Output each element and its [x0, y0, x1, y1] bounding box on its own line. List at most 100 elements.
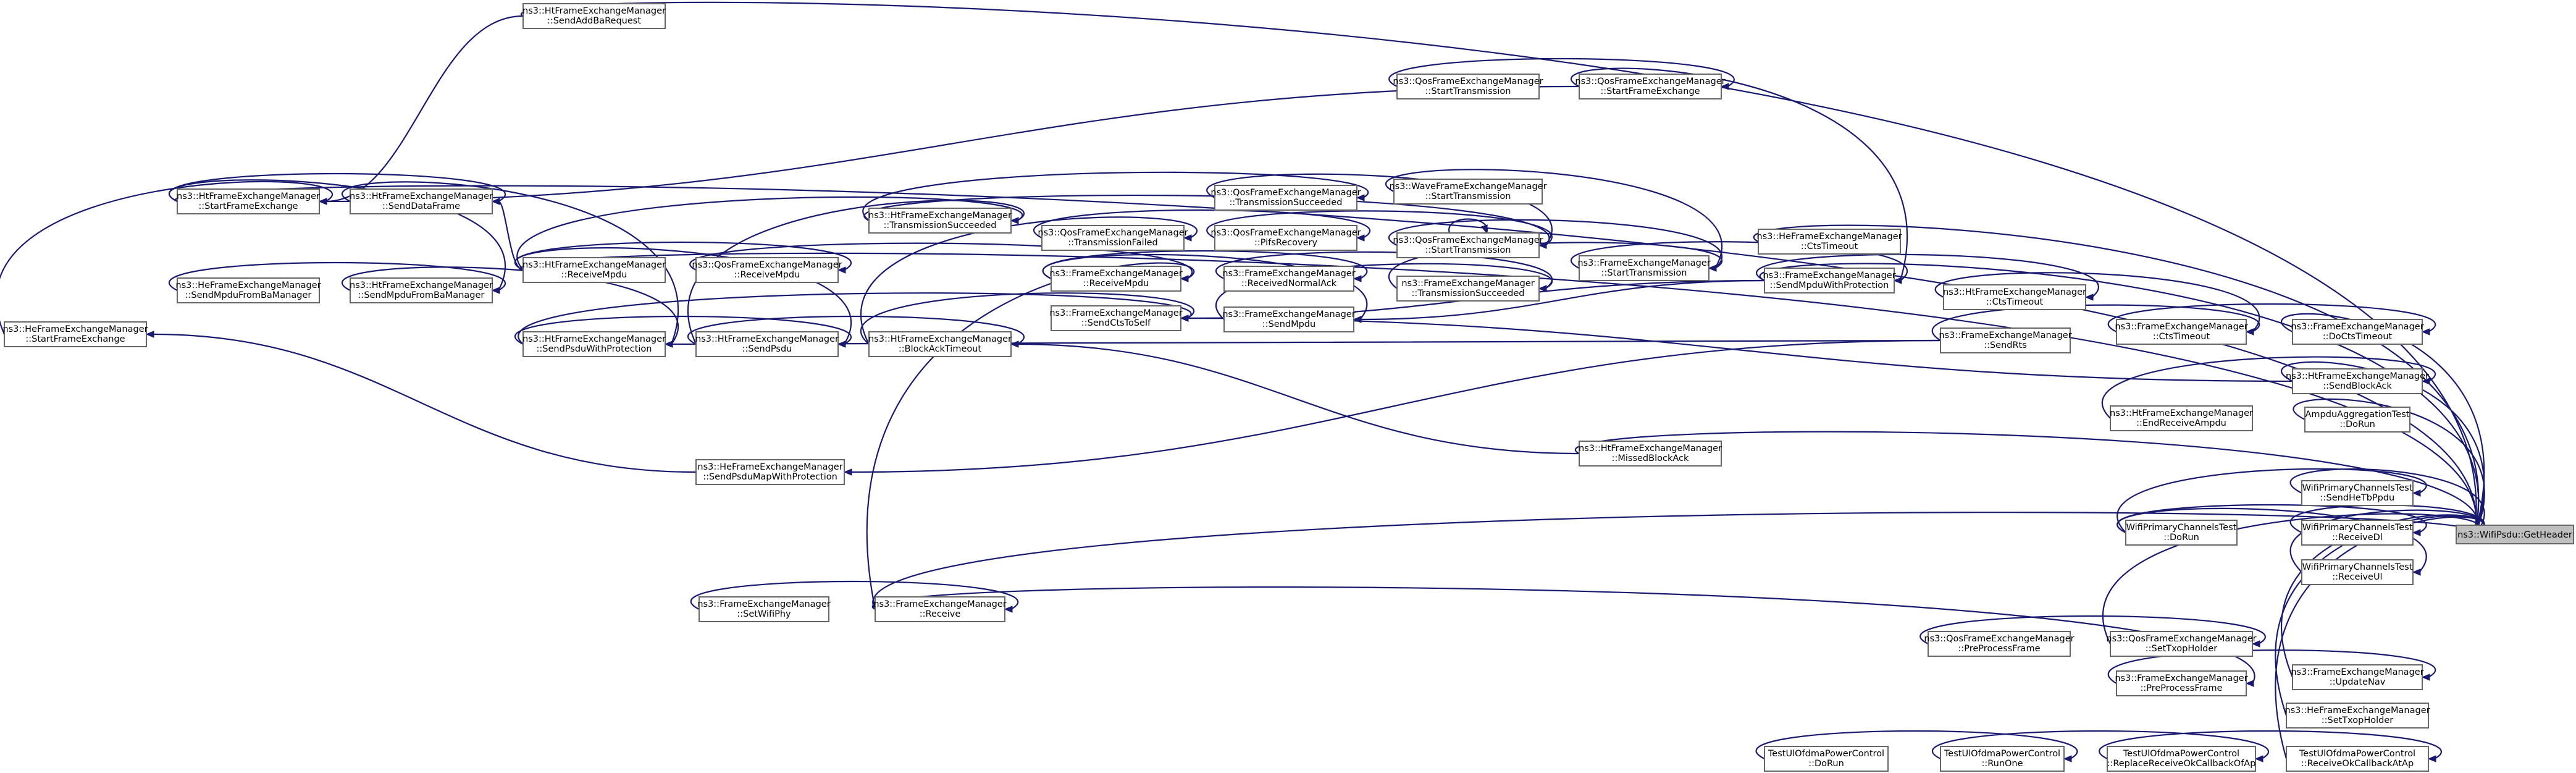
node-do-cts-timeout[interactable]: ns3::FrameExchangeManager::DoCtsTimeout	[2291, 319, 2424, 345]
edge-line	[342, 181, 679, 345]
node-cts-timeout[interactable]: ns3::FrameExchangeManager::CtsTimeout	[2115, 319, 2248, 345]
node-f-tx-succeeded[interactable]: ns3::FrameExchangeManager::TransmissionS…	[1396, 276, 1540, 302]
node-label-method: ::CtsTimeout	[1986, 297, 2044, 307]
node-box	[1940, 327, 2071, 353]
node-run-one[interactable]: TestUlOfdmaPowerControl::RunOne	[1940, 746, 2065, 772]
node-qos-start-tx2[interactable]: ns3::QosFrameExchangeManager::StartTrans…	[1393, 232, 1543, 258]
edge-wpc-do-run-to-receive-ul	[2117, 507, 2427, 576]
node-label-method: ::CtsTimeout	[2153, 332, 2210, 342]
edge-line	[1571, 241, 1908, 281]
node-label-method: ::EndReceiveAmpdu	[2136, 418, 2226, 428]
node-ht-send-mpdu-from-ba-mgr[interactable]: ns3::HtFrameExchangeManager::SendMpduFro…	[350, 277, 493, 303]
node-f-receive-mpdu[interactable]: ns3::FrameExchangeManager::ReceiveMpdu	[1049, 266, 1183, 292]
node-f-set-wifi-phy[interactable]: ns3::FrameExchangeManager::SetWifiPhy	[697, 596, 831, 622]
node-box	[1051, 266, 1181, 292]
node-update-nav[interactable]: ns3::FrameExchangeManager::UpdateNav	[2291, 664, 2424, 690]
edge-f-set-wifi-phy-to-f-receive	[690, 580, 1019, 613]
node-receive-dl[interactable]: WifiPrimaryChannelsTest::ReceiveDl	[2301, 520, 2414, 546]
node-label-class: ns3::QosFrameExchangeManager	[1038, 228, 1188, 238]
node-label-class: TestUlOfdmaPowerControl	[2299, 749, 2415, 759]
node-qos-receive-mpdu[interactable]: ns3::QosFrameExchangeManager::ReceiveMpd…	[692, 257, 842, 283]
node-qos-start-tx[interactable]: ns3::QosFrameExchangeManager::StartTrans…	[1393, 74, 1543, 99]
node-ht-block-ack-timeout[interactable]: ns3::HtFrameExchangeManager::BlockAckTim…	[868, 331, 1012, 357]
edge-he-send-mpdu-from-ba-mgr-to-ht-send-mpdu-from-ba-mgr	[169, 261, 506, 294]
node-tupc-do-run[interactable]: TestUlOfdmaPowerControl::DoRun	[1764, 746, 1889, 772]
node-label-class: ns3::HeFrameExchangeManager	[2, 324, 148, 334]
node-qos-pifs[interactable]: ns3::QosFrameExchangeManager::PifsRecove…	[1210, 225, 1361, 251]
node-send-block-ack[interactable]: ns3::HtFrameExchangeManager::SendBlockAc…	[2286, 368, 2429, 394]
node-box	[4, 321, 147, 347]
node-he-start-f-e[interactable]: ns3::HeFrameExchangeManager::StartFrameE…	[2, 321, 148, 347]
edge-line	[518, 292, 1192, 345]
node-ht-send-psdu[interactable]: ns3::HtFrameExchangeManager::SendPsdu	[695, 331, 839, 357]
node-f-receive[interactable]: ns3::FrameExchangeManager::Receive	[873, 596, 1007, 622]
node-wave-start-tx[interactable]: ns3::WaveFrameExchangeManager::StartTran…	[1389, 179, 1547, 205]
edge-arrowhead	[318, 198, 327, 205]
node-wpc-do-run[interactable]: WifiPrimaryChannelsTest::DoRun	[2125, 520, 2238, 546]
node-qos-pre-process[interactable]: ns3::QosFrameExchangeManager::PreProcess…	[1924, 631, 2075, 657]
edge-arrowhead	[2084, 294, 2094, 301]
node-label-class: AmpduAggregationTest	[2305, 410, 2410, 420]
edge-line	[1385, 169, 1722, 269]
node-ht-receive-mpdu[interactable]: ns3::HtFrameExchangeManager::ReceiveMpdu	[522, 257, 666, 283]
edge-qos-pre-process-to-qos-set-txop	[1919, 615, 2266, 648]
node-send-mpdu-with-prot[interactable]: ns3::FrameExchangeManager::SendMpduWithP…	[1763, 268, 1896, 294]
edge-line	[1388, 219, 1723, 269]
node-ht-cts-timeout[interactable]: ns3::HtFrameExchangeManager::CtsTimeout	[1943, 284, 2086, 310]
edge-line	[342, 266, 679, 345]
edge-line	[671, 339, 1941, 345]
node-box	[1943, 284, 2086, 310]
node-label-method: ::SendMpduFromBaManager	[358, 290, 485, 300]
node-box	[2286, 746, 2429, 772]
node-box	[2116, 670, 2247, 696]
node-f-send-cts-to-self[interactable]: ns3::FrameExchangeManager::SendCtsToSelf	[1049, 305, 1183, 331]
node-label-class: ns3::FrameExchangeManager	[1401, 279, 1534, 289]
node-ht-send-data-frame[interactable]: ns3::HtFrameExchangeManager::SendDataFra…	[350, 188, 493, 214]
node-f-start-tx[interactable]: ns3::FrameExchangeManager::StartTransmis…	[1577, 255, 1711, 281]
edge-qos-start-tx2-to-qos-start-tx2	[1448, 218, 1488, 234]
node-ht-missed-block-ack[interactable]: ns3::HtFrameExchangeManager::MissedBlock…	[1579, 441, 1722, 467]
node-he-cts-timeout[interactable]: ns3::HeFrameExchangeManager::CtsTimeout	[1756, 229, 1902, 255]
node-label-class: WifiPrimaryChannelsTest	[2126, 523, 2237, 533]
node-label-method: ::DoRun	[1808, 759, 1844, 769]
node-label-method: ::ReceiveOkCallbackAtAp	[2301, 759, 2414, 769]
edge-line	[1755, 730, 2078, 759]
node-ht-start-f-e[interactable]: ns3::HtFrameExchangeManager::StartFrameE…	[177, 188, 320, 214]
node-qos-set-txop[interactable]: ns3::QosFrameExchangeManager::SetTxopHol…	[2106, 631, 2257, 657]
node-receive-ul[interactable]: WifiPrimaryChannelsTest::ReceiveUl	[2301, 559, 2414, 585]
node-send-rts[interactable]: ns3::FrameExchangeManager::SendRts	[1939, 327, 2072, 353]
node-replace-recv-ok[interactable]: TestUlOfdmaPowerControl::ReplaceReceiveO…	[2107, 746, 2256, 772]
node-end-receive-ampdu[interactable]: ns3::HtFrameExchangeManager::EndReceiveA…	[2110, 405, 2253, 431]
edge-line	[514, 247, 852, 345]
node-qos-tx-succeeded[interactable]: ns3::QosFrameExchangeManager::Transmissi…	[1210, 185, 1361, 211]
node-box	[522, 3, 666, 29]
edge-f-tx-succeeded-to-f-start-tx	[1388, 242, 1723, 289]
node-label-class: ns3::WaveFrameExchangeManager	[1389, 182, 1546, 192]
node-label-method: ::PreProcessFrame	[2140, 683, 2222, 693]
edge-line	[1575, 431, 2478, 535]
node-qos-start-f-e[interactable]: ns3::QosFrameExchangeManager::StartFrame…	[1575, 74, 1726, 99]
node-box	[2301, 520, 2414, 546]
node-box	[1928, 631, 2071, 657]
edge-line	[2117, 507, 2427, 573]
node-f-send-mpdu[interactable]: ns3::FrameExchangeManager::SendMpdu	[1222, 306, 1356, 332]
node-he-send-mpdu-from-ba-mgr[interactable]: ns3::HeFrameExchangeManager::SendMpduFro…	[175, 277, 321, 303]
node-he-send-psdu-map[interactable]: ns3::HeFrameExchangeManager::SendPsduMap…	[695, 459, 845, 485]
node-send-he-tb-ppdu[interactable]: WifiPrimaryChannelsTest::SendHeTbPpdu	[2301, 480, 2414, 506]
node-box	[177, 188, 320, 214]
node-root[interactable]: ns3::WifiPsdu::GetHeader	[2456, 525, 2574, 544]
node-label-method: ::PreProcessFrame	[1958, 644, 2040, 654]
node-ht-tx-succeeded[interactable]: ns3::HtFrameExchangeManager::Transmissio…	[868, 208, 1012, 234]
node-ht-send-psdu-with-prot[interactable]: ns3::HtFrameExchangeManager::SendPsduWit…	[522, 331, 666, 357]
node-box	[2110, 631, 2253, 657]
node-label-method: ::ReceiveUl	[2332, 572, 2382, 582]
node-pre-process[interactable]: ns3::FrameExchangeManager::PreProcessFra…	[2115, 670, 2248, 696]
node-he-set-txop[interactable]: ns3::HeFrameExchangeManager::SetTxopHold…	[2284, 703, 2430, 729]
node-qos-tx-failed[interactable]: ns3::QosFrameExchangeManager::Transmissi…	[1038, 225, 1188, 251]
node-ampdu-agg-test[interactable]: AmpduAggregationTest::DoRun	[2304, 407, 2410, 433]
node-recv-ok-cb-at-ap[interactable]: TestUlOfdmaPowerControl::ReceiveOkCallba…	[2286, 746, 2429, 772]
edge-line	[169, 261, 506, 291]
node-f-received-normal-ack[interactable]: ns3::FrameExchangeManager::ReceivedNorma…	[1222, 266, 1356, 292]
node-ht-send-add-ba[interactable]: ns3::HtFrameExchangeManager::SendAddBaRe…	[522, 3, 666, 29]
node-box	[2292, 319, 2423, 345]
